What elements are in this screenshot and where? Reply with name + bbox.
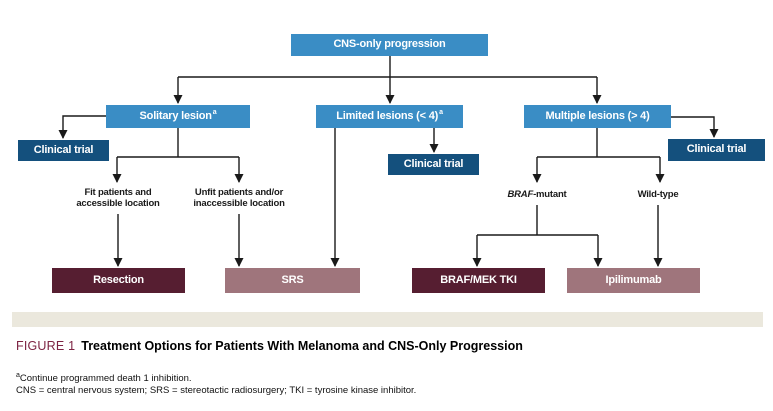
node-label: Multiple lesions (> 4) <box>545 109 650 122</box>
footnote-abbreviations: CNS = central nervous system; SRS = ster… <box>16 385 417 397</box>
node-label: Limited lesions (< 4)a <box>336 109 443 122</box>
figure-label: FIGURE 1 <box>16 339 76 353</box>
node-label: Solitary lesiona <box>139 109 217 122</box>
footnotes: aContinue programmed death 1 inhibition.… <box>16 370 416 397</box>
label-braf-mutant: BRAF-mutant <box>507 189 567 200</box>
node-label: Clinical trial <box>403 157 464 170</box>
node-solitary-lesion: Solitary lesiona <box>106 105 250 128</box>
label-unfit-patients: Unfit patients and/or inaccessible locat… <box>193 187 285 209</box>
figure-title: Treatment Options for Patients With Mela… <box>81 339 523 353</box>
node-srs: SRS <box>225 268 360 293</box>
footnote-continue-pd1: aContinue programmed death 1 inhibition. <box>16 372 192 385</box>
node-ipilimumab: Ipilimumab <box>567 268 700 293</box>
node-label: CNS-only progression <box>333 38 446 51</box>
node-label: BRAF/MEK TKI <box>440 273 517 286</box>
node-braf-mek-tki: BRAF/MEK TKI <box>412 268 545 293</box>
node-cns-only-progression: CNS-only progression <box>291 34 488 56</box>
divider-band <box>12 312 763 327</box>
node-label: Clinical trial <box>33 143 94 156</box>
node-label: Ipilimumab <box>605 273 662 286</box>
node-clinical-trial-left: Clinical trial <box>18 140 109 161</box>
figure-caption: FIGURE 1 Treatment Options for Patients W… <box>16 339 523 353</box>
node-label: Clinical trial <box>686 143 747 156</box>
node-clinical-trial-mid: Clinical trial <box>388 154 479 175</box>
label-fit-patients: Fit patients and accessible location <box>76 187 160 209</box>
node-clinical-trial-right: Clinical trial <box>668 139 765 161</box>
node-label: SRS <box>281 273 304 286</box>
node-label: Resection <box>93 273 144 286</box>
node-resection: Resection <box>52 268 185 293</box>
node-multiple-lesions: Multiple lesions (> 4) <box>524 105 671 128</box>
node-limited-lesions: Limited lesions (< 4)a <box>316 105 463 128</box>
label-wild-type: Wild-type <box>637 189 679 200</box>
